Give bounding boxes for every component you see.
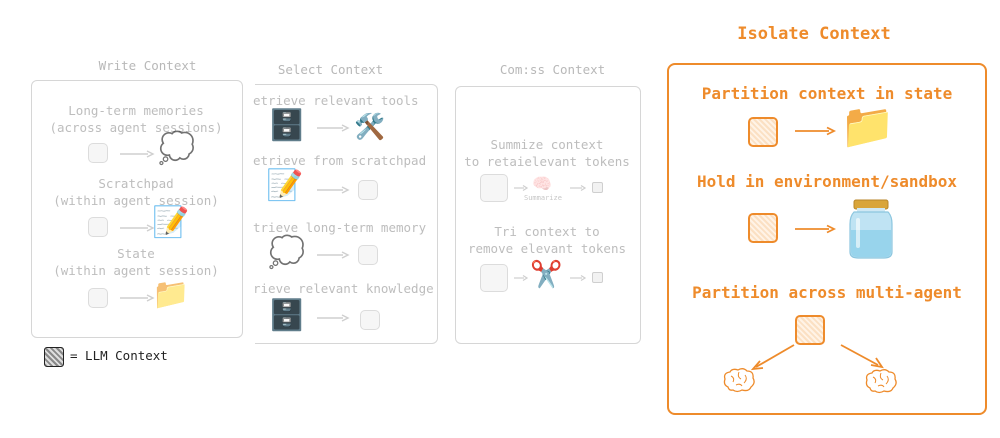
- arrow-icon: [317, 314, 350, 322]
- brain-icon: 🧠: [532, 174, 552, 193]
- select-item4-label: rieve relevant knowledge: [253, 281, 434, 296]
- tools-icon: 🛠️: [354, 112, 386, 141]
- file-cabinet-icon: 🗄️: [268, 298, 306, 333]
- write-item3-line1: State: [117, 246, 155, 261]
- brain-icon: [723, 368, 755, 393]
- compress-item1-line2: to retaielevant tokens: [464, 154, 630, 169]
- arrow-icon: [317, 186, 350, 194]
- select-item1-label: etrieve relevant tools: [253, 93, 419, 108]
- write-context-panel: [31, 80, 243, 338]
- file-cabinet-icon: 🗄️: [268, 108, 306, 143]
- compress-context-panel: [455, 86, 641, 344]
- folder-icon: 📁: [152, 277, 190, 312]
- arrow-icon: [120, 224, 155, 232]
- arrow-icon: [514, 274, 529, 282]
- folder-icon: 📁: [840, 101, 895, 152]
- memo-icon: 📝: [152, 205, 190, 240]
- llm-context-box: [358, 180, 378, 200]
- isolate-item3-label: Partition across multi-agent: [692, 283, 962, 302]
- compress-item1-line1: Summize context: [490, 137, 604, 152]
- llm-context-box: [480, 264, 508, 292]
- arrow-icon: [795, 126, 837, 136]
- write-item2-line2: (within agent session): [53, 193, 219, 208]
- arrow-icon: [317, 124, 350, 132]
- llm-context-box: [592, 182, 603, 193]
- write-context-title: Write Context: [98, 58, 197, 73]
- llm-context-box: [360, 310, 380, 330]
- llm-context-box: [748, 213, 778, 243]
- write-item1-line1: Long-term memories: [68, 103, 204, 118]
- summarize-label: Summarize: [524, 194, 562, 202]
- compress-item2-line2: remove elevant tokens: [467, 241, 627, 256]
- compress-item2-line1: Tri context to: [494, 224, 600, 239]
- arrow-icon: [317, 251, 350, 259]
- legend-label: = LLM Context: [70, 348, 168, 363]
- write-item3-line2: (within agent session): [53, 263, 219, 278]
- write-item1-line2: (across agent sessions): [49, 120, 223, 135]
- compress-context-title: Com:ss Context: [499, 62, 606, 77]
- llm-context-box: [358, 245, 378, 265]
- llm-context-box: [795, 315, 825, 345]
- llm-context-box: [88, 217, 108, 237]
- isolate-item2-label: Hold in environment/sandbox: [696, 172, 958, 191]
- arrow-icon: [795, 224, 837, 234]
- arrow-icon: [570, 274, 587, 282]
- select-item2-label: etrieve from scratchpad: [253, 153, 427, 168]
- llm-context-box: [88, 143, 108, 163]
- write-item2-line1: Scratchpad: [98, 176, 174, 191]
- llm-context-box: [480, 174, 508, 202]
- thought-cloud-icon: 💭: [158, 131, 196, 166]
- llm-context-box: [88, 288, 108, 308]
- arrow-icon: [120, 150, 155, 158]
- legend-llm-context-swatch: [44, 347, 64, 367]
- arrow-icon: [750, 344, 795, 371]
- arrow-icon: [840, 344, 884, 369]
- arrow-icon: [514, 184, 529, 192]
- brain-icon: [865, 369, 897, 394]
- isolate-context-panel: [667, 63, 987, 415]
- thought-cloud-icon: 💭: [268, 235, 306, 270]
- jar-icon: [849, 199, 893, 259]
- select-item3-label: trieve long-term memory: [253, 220, 427, 235]
- isolate-context-title: Isolate Context: [737, 24, 891, 44]
- arrow-icon: [570, 184, 587, 192]
- llm-context-box: [592, 272, 603, 283]
- isolate-item1-label: Partition context in state: [701, 84, 953, 103]
- select-context-title: Select Context: [277, 62, 384, 77]
- scissors-icon: ✂️: [530, 260, 563, 290]
- llm-context-box: [748, 117, 778, 147]
- arrow-icon: [120, 294, 155, 302]
- memo-icon: 📝: [266, 168, 304, 203]
